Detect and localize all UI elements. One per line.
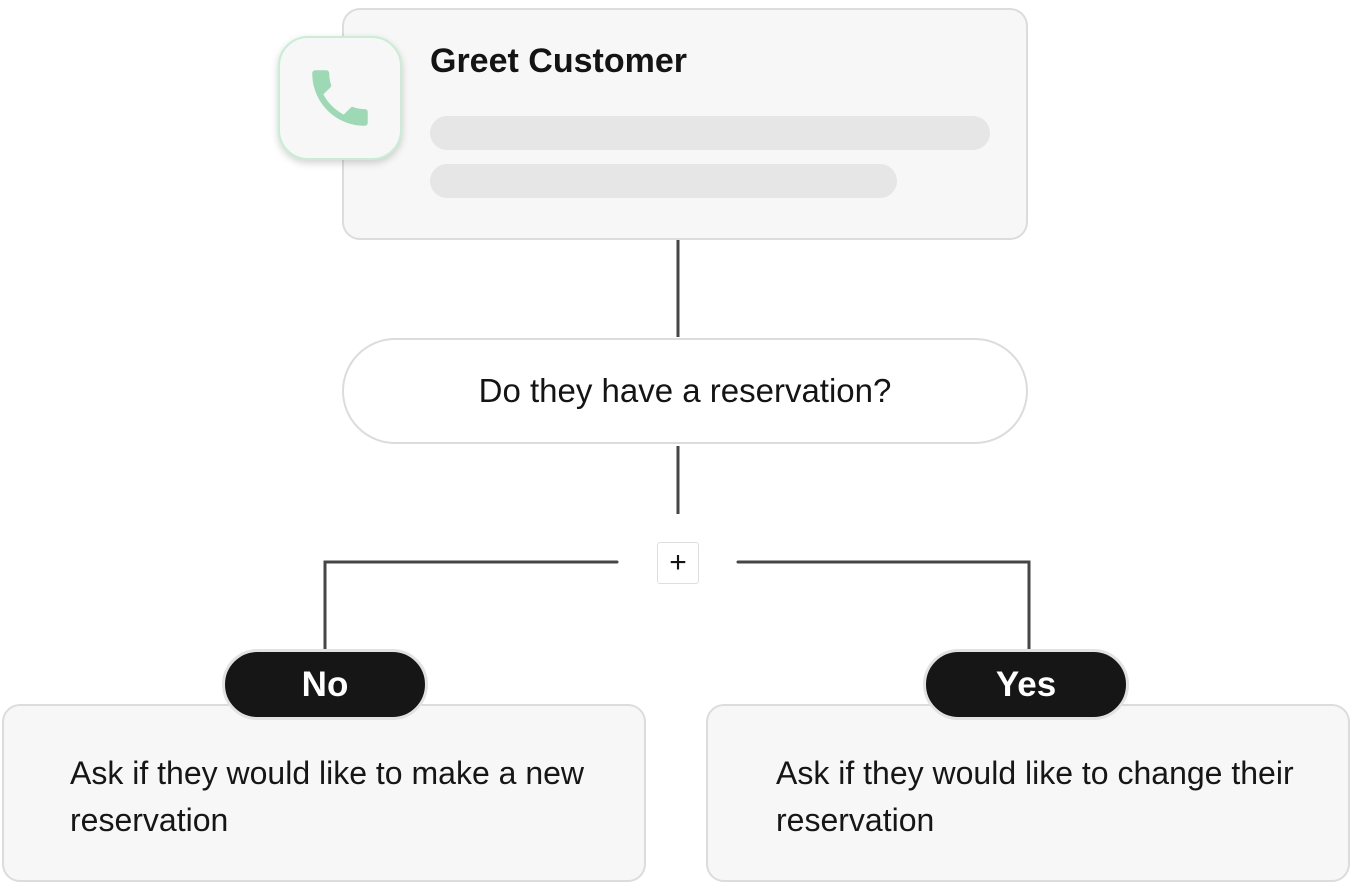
decision-node[interactable]: Do they have a reservation? — [342, 338, 1028, 444]
node-title: Greet Customer — [430, 42, 687, 80]
no-tag: No — [222, 649, 428, 720]
placeholder-line — [430, 116, 990, 150]
phone-icon-badge — [278, 36, 402, 160]
placeholder-line — [430, 164, 897, 198]
plus-icon: + — [669, 546, 687, 579]
connector-yes-branch — [736, 560, 1031, 654]
no-branch-node[interactable]: Ask if they would like to make a new res… — [2, 704, 646, 882]
add-branch-button[interactable]: + — [657, 542, 699, 584]
phone-icon — [312, 70, 368, 126]
decision-label: Do they have a reservation? — [478, 372, 892, 409]
no-branch-text: Ask if they would like to make a new res… — [70, 755, 585, 838]
no-tag-label: No — [301, 664, 349, 704]
yes-branch-node[interactable]: Ask if they would like to change their r… — [706, 704, 1350, 882]
yes-branch-text: Ask if they would like to change their r… — [776, 755, 1294, 838]
yes-tag: Yes — [923, 649, 1129, 720]
yes-tag-label: Yes — [995, 664, 1057, 704]
greet-customer-node[interactable]: Greet Customer — [342, 8, 1028, 240]
connector-no-branch — [323, 560, 619, 654]
